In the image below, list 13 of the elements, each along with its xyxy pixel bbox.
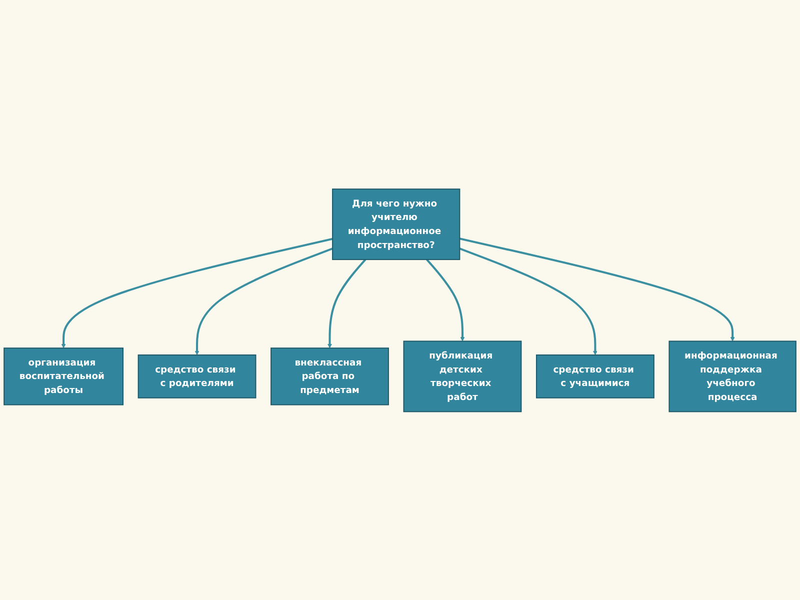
node-box: публикация детских творческих работ [403, 340, 522, 412]
node-box: внеклассная работа по предметам [270, 347, 389, 405]
node-box: Для чего нужно учителю информационное пространство? [332, 188, 460, 260]
arrow [459, 247, 598, 355]
node-box: организация воспитательной работы [4, 347, 124, 405]
node-box: средство связи с учащимися [536, 354, 654, 398]
arrow [426, 258, 465, 342]
node-box: информационная поддержка учебного процесса [668, 340, 796, 412]
arrow [194, 247, 333, 355]
arrow [459, 237, 735, 342]
arrow [328, 258, 366, 348]
node-box: средство связи с родителями [138, 354, 256, 398]
arrow [61, 237, 333, 348]
